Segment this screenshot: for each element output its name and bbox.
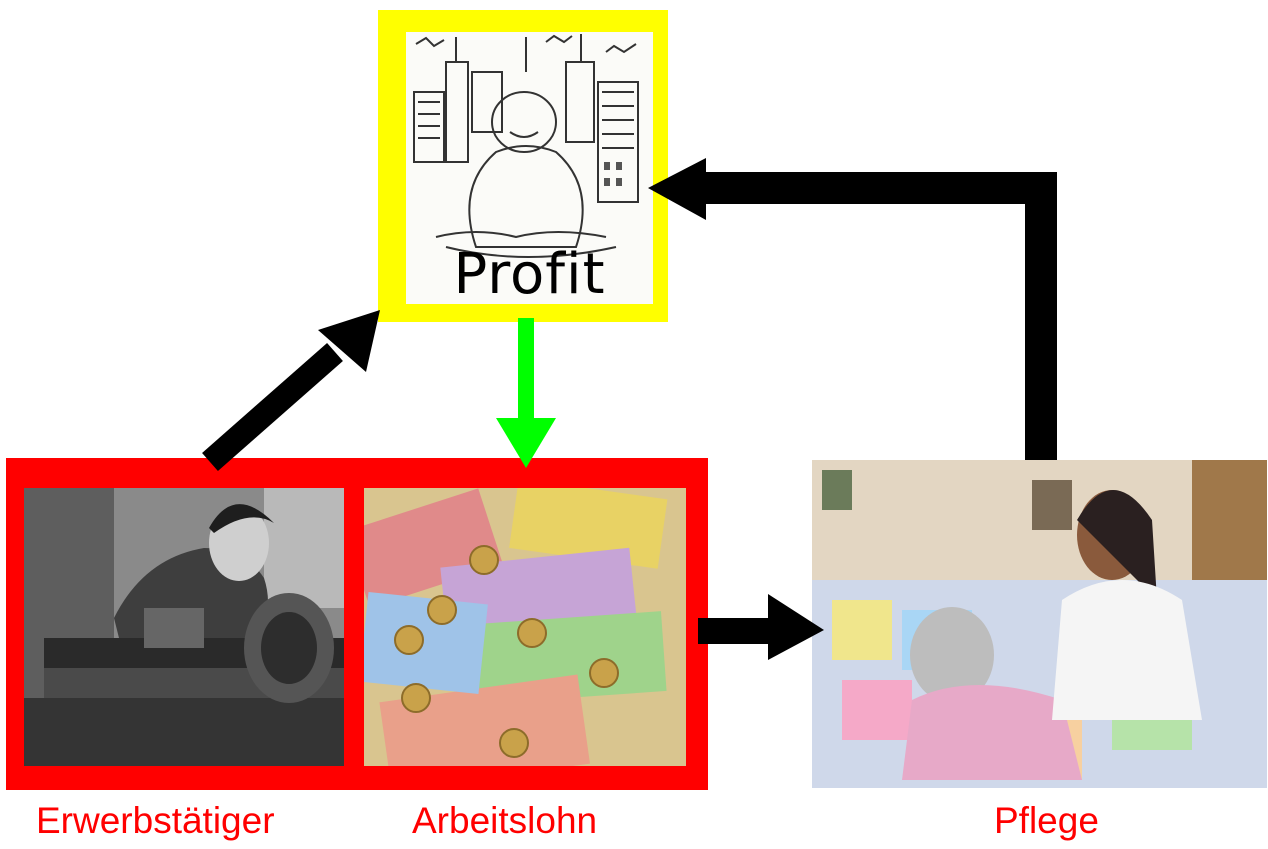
capitalist-sketch-drawing bbox=[413, 34, 639, 258]
wage-label: Arbeitslohn bbox=[412, 800, 598, 841]
euro-money-drawing bbox=[364, 488, 686, 766]
arrow-profit-to-wage bbox=[496, 318, 556, 468]
arrow-worker-to-profit bbox=[202, 310, 380, 472]
caregiver-elderly-woman-photo bbox=[812, 460, 1267, 788]
arrow-care-to-profit bbox=[648, 158, 1057, 460]
profit-node: Profit bbox=[378, 10, 668, 322]
care-label: Pflege bbox=[994, 800, 1099, 841]
lathe-worker-photo bbox=[24, 488, 344, 766]
worker-label: Erwerbstätiger bbox=[36, 800, 275, 841]
profit-label: Profit bbox=[453, 242, 606, 304]
care-scene-drawing bbox=[812, 460, 1267, 788]
capitalist-sketch-image: Profit bbox=[406, 32, 653, 304]
euro-banknotes-coins-photo bbox=[364, 488, 686, 766]
worker-wage-group bbox=[6, 458, 708, 790]
arrow-wage-to-care bbox=[698, 594, 824, 660]
lathe-worker-drawing bbox=[24, 488, 344, 766]
